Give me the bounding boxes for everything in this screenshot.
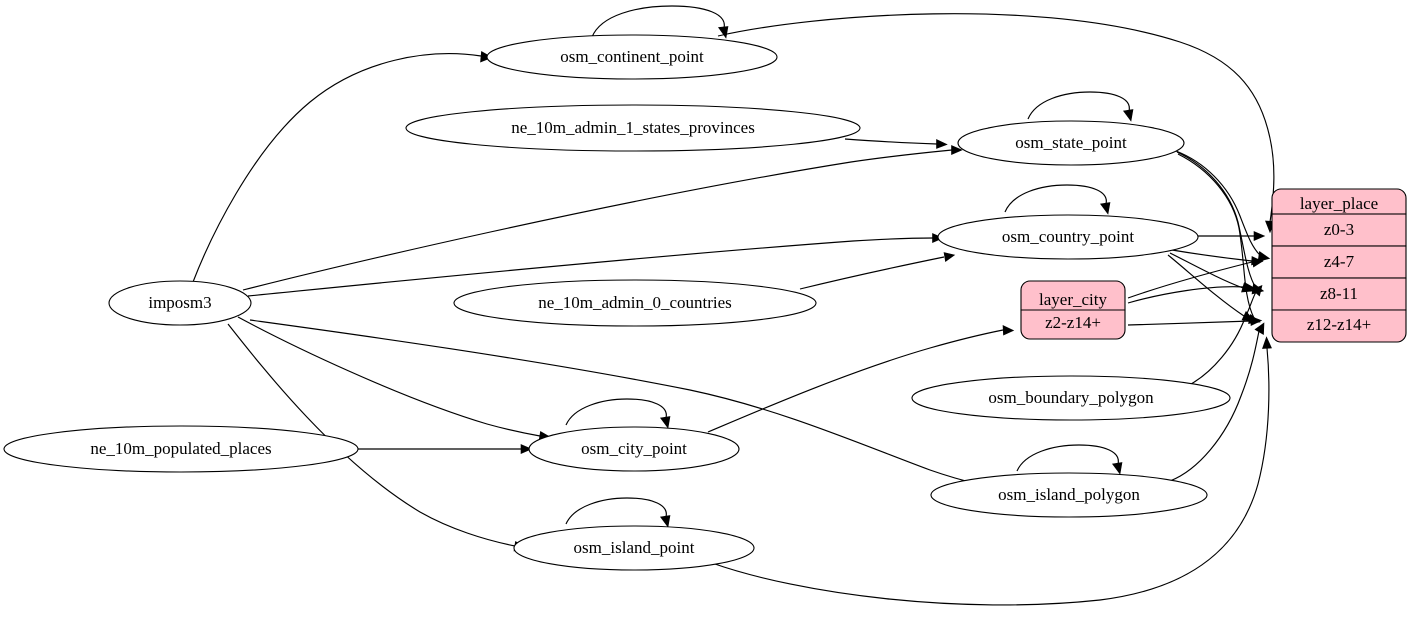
- node-label-osm_state_point: osm_state_point: [1015, 133, 1127, 152]
- edge-osm_city_point-to-layer_city: [707, 325, 1015, 433]
- edge-osm_city_point-self-loop: [565, 398, 671, 429]
- edge-osm_island_polygon-to-layer_place-z12-z14: [1169, 322, 1265, 482]
- record-node-layer_city[interactable]: layer_city z2-z14+: [1020, 280, 1126, 340]
- node-ne_10m_admin_1_states_provinces[interactable]: ne_10m_admin_1_states_provinces: [405, 104, 861, 152]
- node-layer: osm_continent_point ne_10m_admin_1_state…: [3, 34, 1407, 571]
- node-osm_island_point[interactable]: osm_island_point: [513, 525, 755, 571]
- record-header-layer_place: layer_place: [1300, 194, 1378, 213]
- node-label-ne_10m_admin_1_states_provinces: ne_10m_admin_1_states_provinces: [511, 118, 755, 137]
- node-label-osm_continent_point: osm_continent_point: [560, 47, 704, 66]
- node-osm_state_point[interactable]: osm_state_point: [957, 120, 1185, 166]
- node-label-osm_boundary_polygon: osm_boundary_polygon: [988, 388, 1154, 407]
- edge-layer_city-to-layer_place-z12-z14: [1127, 316, 1263, 326]
- record-row-layer_place-1[interactable]: z4-7: [1324, 252, 1355, 271]
- node-label-osm_city_point: osm_city_point: [581, 439, 687, 458]
- edge-imposm3-to-osm_state_point: [242, 145, 963, 291]
- edge-osm_island_point-to-layer_place-z12-z14: [711, 336, 1272, 606]
- node-label-osm_island_polygon: osm_island_polygon: [998, 485, 1140, 504]
- edge-osm_state_point-to-layer_place-z4-7: [1175, 150, 1271, 262]
- edge-ne_10m_populated_places-to-osm_city_point: [358, 444, 533, 454]
- node-osm_island_polygon[interactable]: osm_island_polygon: [930, 472, 1208, 518]
- edge-imposm3-to-osm_continent_point: [192, 51, 493, 283]
- edge-osm_state_point-to-layer_place-z8-11: [1176, 151, 1265, 295]
- node-label-ne_10m_populated_places: ne_10m_populated_places: [90, 439, 271, 458]
- node-osm_continent_point[interactable]: osm_continent_point: [486, 34, 778, 80]
- edge-layer_city-to-layer_place-z4-7: [1127, 257, 1264, 299]
- edge-osm_island_polygon-self-loop: [1016, 444, 1123, 475]
- node-osm_city_point[interactable]: osm_city_point: [528, 426, 740, 472]
- record-row-layer_place-2[interactable]: z8-11: [1320, 284, 1358, 303]
- record-header-layer_city: layer_city: [1039, 290, 1107, 309]
- node-label-imposm3: imposm3: [148, 293, 211, 312]
- record-row-layer_place-0[interactable]: z0-3: [1324, 220, 1354, 239]
- node-ne_10m_populated_places[interactable]: ne_10m_populated_places: [3, 425, 359, 473]
- record-node-layer_place[interactable]: layer_place z0-3 z4-7 z8-11 z12-z14+: [1271, 188, 1407, 343]
- node-imposm3[interactable]: imposm3: [108, 280, 252, 326]
- edge-ne_10m_admin_1_states_provinces-to-osm_state_point: [844, 138, 948, 149]
- node-label-osm_island_point: osm_island_point: [574, 538, 695, 557]
- edge-layer_city-to-layer_place-z8-11: [1127, 282, 1256, 304]
- node-osm_boundary_polygon[interactable]: osm_boundary_polygon: [911, 375, 1231, 421]
- record-row-layer_place-3[interactable]: z12-z14+: [1307, 315, 1371, 334]
- node-label-ne_10m_admin_0_countries: ne_10m_admin_0_countries: [538, 293, 732, 312]
- edge-ne_10m_admin_0_countries-to-osm_country_point: [799, 252, 956, 290]
- node-ne_10m_admin_0_countries[interactable]: ne_10m_admin_0_countries: [453, 279, 817, 327]
- edge-osm_state_point-self-loop: [1027, 91, 1134, 122]
- node-osm_country_point[interactable]: osm_country_point: [937, 214, 1199, 260]
- edge-osm_island_point-self-loop: [565, 497, 671, 528]
- edge-osm_continent_point-self-loop: [591, 5, 729, 39]
- node-label-osm_country_point: osm_country_point: [1002, 227, 1134, 246]
- edge-osm_country_point-self-loop: [1004, 184, 1111, 215]
- record-row-layer_city-0[interactable]: z2-z14+: [1045, 313, 1101, 332]
- edge-imposm3-to-osm_city_point: [237, 316, 552, 442]
- edge-osm_boundary_polygon-to-layer_place-z8-11: [1190, 285, 1263, 385]
